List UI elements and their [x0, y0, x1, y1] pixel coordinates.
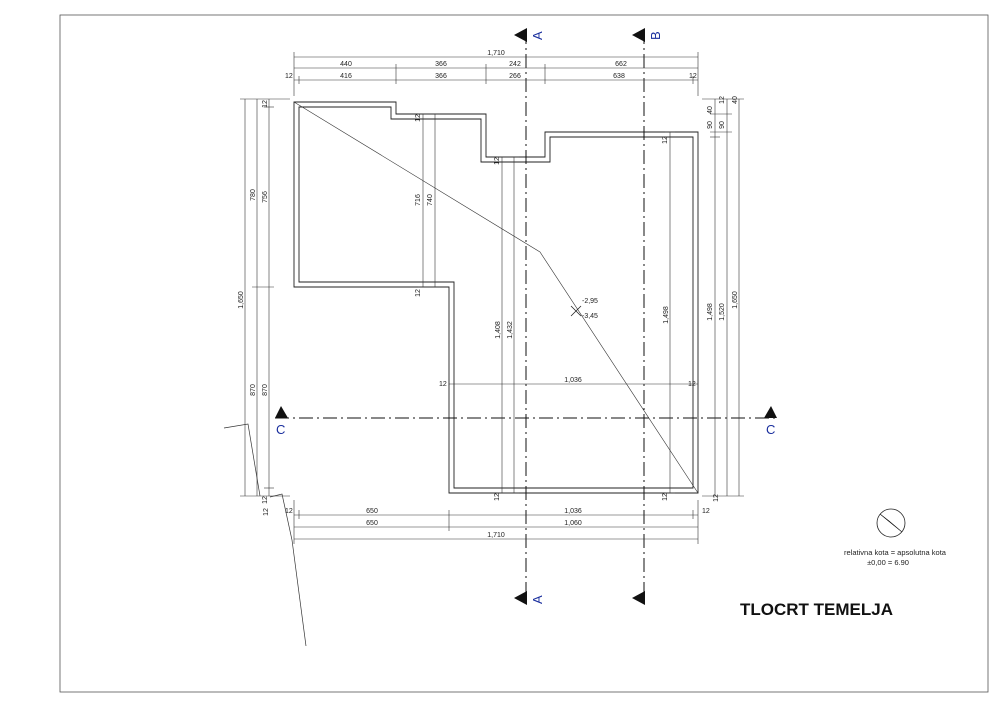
dim-left-inner-0: 12: [262, 100, 269, 108]
dim-int-horizontal: 1,036: [564, 377, 582, 384]
dim-left-inner-3: 12: [262, 496, 269, 504]
dim-right-c3-1: 1,650: [732, 291, 739, 309]
dim-int-v1: 1,408: [495, 321, 502, 339]
section-c-left-arrow: [275, 406, 288, 418]
terrain-line-2: [269, 493, 307, 647]
dim-top-end-left: 12: [285, 73, 293, 80]
dim-bottom-r2-1: 1,060: [564, 520, 582, 527]
level-bottom-label: -3,45: [582, 313, 598, 320]
dim-top-end-right: 12: [689, 73, 697, 80]
dim-top-r1-1: 366: [435, 61, 447, 68]
section-c-left-label: C: [276, 422, 285, 437]
dims-right: [702, 98, 744, 497]
dim-bottom-r1-1: 1,036: [564, 508, 582, 515]
dim-right-c3-0: 40: [732, 96, 739, 104]
dims-top: [293, 52, 699, 96]
dim-top-r1-0: 440: [340, 61, 352, 68]
dims-interior: [418, 113, 699, 494]
dim-int-tick-4: 12: [662, 136, 669, 144]
dim-top-r1-3: 662: [615, 61, 627, 68]
dim-bottom-r2-0: 650: [366, 520, 378, 527]
dim-int-tick-7: 12: [688, 381, 696, 388]
section-b-top-label: B: [648, 31, 663, 40]
dim-left-overall: 1,650: [238, 291, 245, 309]
dim-right-c2-2: 1,520: [719, 303, 726, 321]
dim-right-c2-0: 12: [719, 96, 726, 104]
dim-bottom-end-left: 12: [285, 508, 293, 515]
sheet-border: [59, 14, 989, 693]
dim-int-tick-2: 12: [494, 157, 501, 165]
section-a-bottom-arrow: [514, 591, 527, 605]
dim-top-r2-1: 366: [435, 73, 447, 80]
level-marker: [570, 305, 582, 317]
dim-int-tick-0: 12: [415, 114, 422, 122]
section-a-top-label: A: [530, 31, 545, 40]
section-c-right-label: C: [766, 422, 775, 437]
dim-left-inner-2: 870: [262, 384, 269, 396]
dim-int-tick-8: 12: [713, 494, 720, 502]
section-b-bottom-arrow: [632, 591, 645, 605]
dim-right-c1-0: 40: [707, 106, 714, 114]
section-lines: [275, 30, 777, 603]
legend-line-1: relativna kota = apsolutna kota: [844, 548, 947, 557]
dim-left-outer-1: 870: [250, 384, 257, 396]
dim-right-c1-2: 1,498: [707, 303, 714, 321]
dim-int-tick-5: 12: [662, 493, 669, 501]
north-arrow-icon: [876, 508, 906, 538]
dim-int-tick-1: 12: [415, 289, 422, 297]
dim-top-r2-0: 416: [340, 73, 352, 80]
section-a-top-arrow: [514, 28, 527, 42]
dim-top-r2-2: 266: [509, 73, 521, 80]
slope-line: [293, 101, 699, 494]
dim-int-notch-outer: 740: [427, 194, 434, 206]
dim-top-r2-3: 638: [613, 73, 625, 80]
dim-bottom-r1-0: 650: [366, 508, 378, 515]
dim-right-c1-1: 90: [707, 121, 714, 129]
dim-int-tick-9: 12: [263, 508, 270, 516]
dims-left: [240, 98, 290, 497]
dims-bottom: [293, 500, 699, 544]
dim-int-notch-inner: 716: [415, 194, 422, 206]
dim-top-overall: 1,710: [487, 50, 505, 57]
dim-bottom-end-right: 12: [702, 508, 710, 515]
foundation-outline: [293, 101, 699, 494]
dim-int-tick-6: 12: [439, 381, 447, 388]
dim-left-outer-0: 780: [250, 189, 257, 201]
dim-bottom-overall: 1,710: [487, 532, 505, 539]
dim-int-tick-3: 12: [494, 493, 501, 501]
dim-int-v3: 1,498: [663, 306, 670, 324]
dim-left-inner-1: 756: [262, 191, 269, 203]
section-b-top-arrow: [632, 28, 645, 42]
level-top-label: -2,95: [582, 298, 598, 305]
legend-line-2: ±0,00 = 6.90: [867, 558, 909, 567]
dim-int-v2: 1,432: [507, 321, 514, 339]
section-a-bottom-label: A: [530, 595, 545, 604]
terrain-line: [223, 423, 261, 497]
dim-right-c2-1: 90: [719, 121, 726, 129]
section-c-right-arrow: [764, 406, 777, 418]
dim-top-r1-2: 242: [509, 61, 521, 68]
drawing-title: TLOCRT TEMELJA: [740, 600, 893, 619]
